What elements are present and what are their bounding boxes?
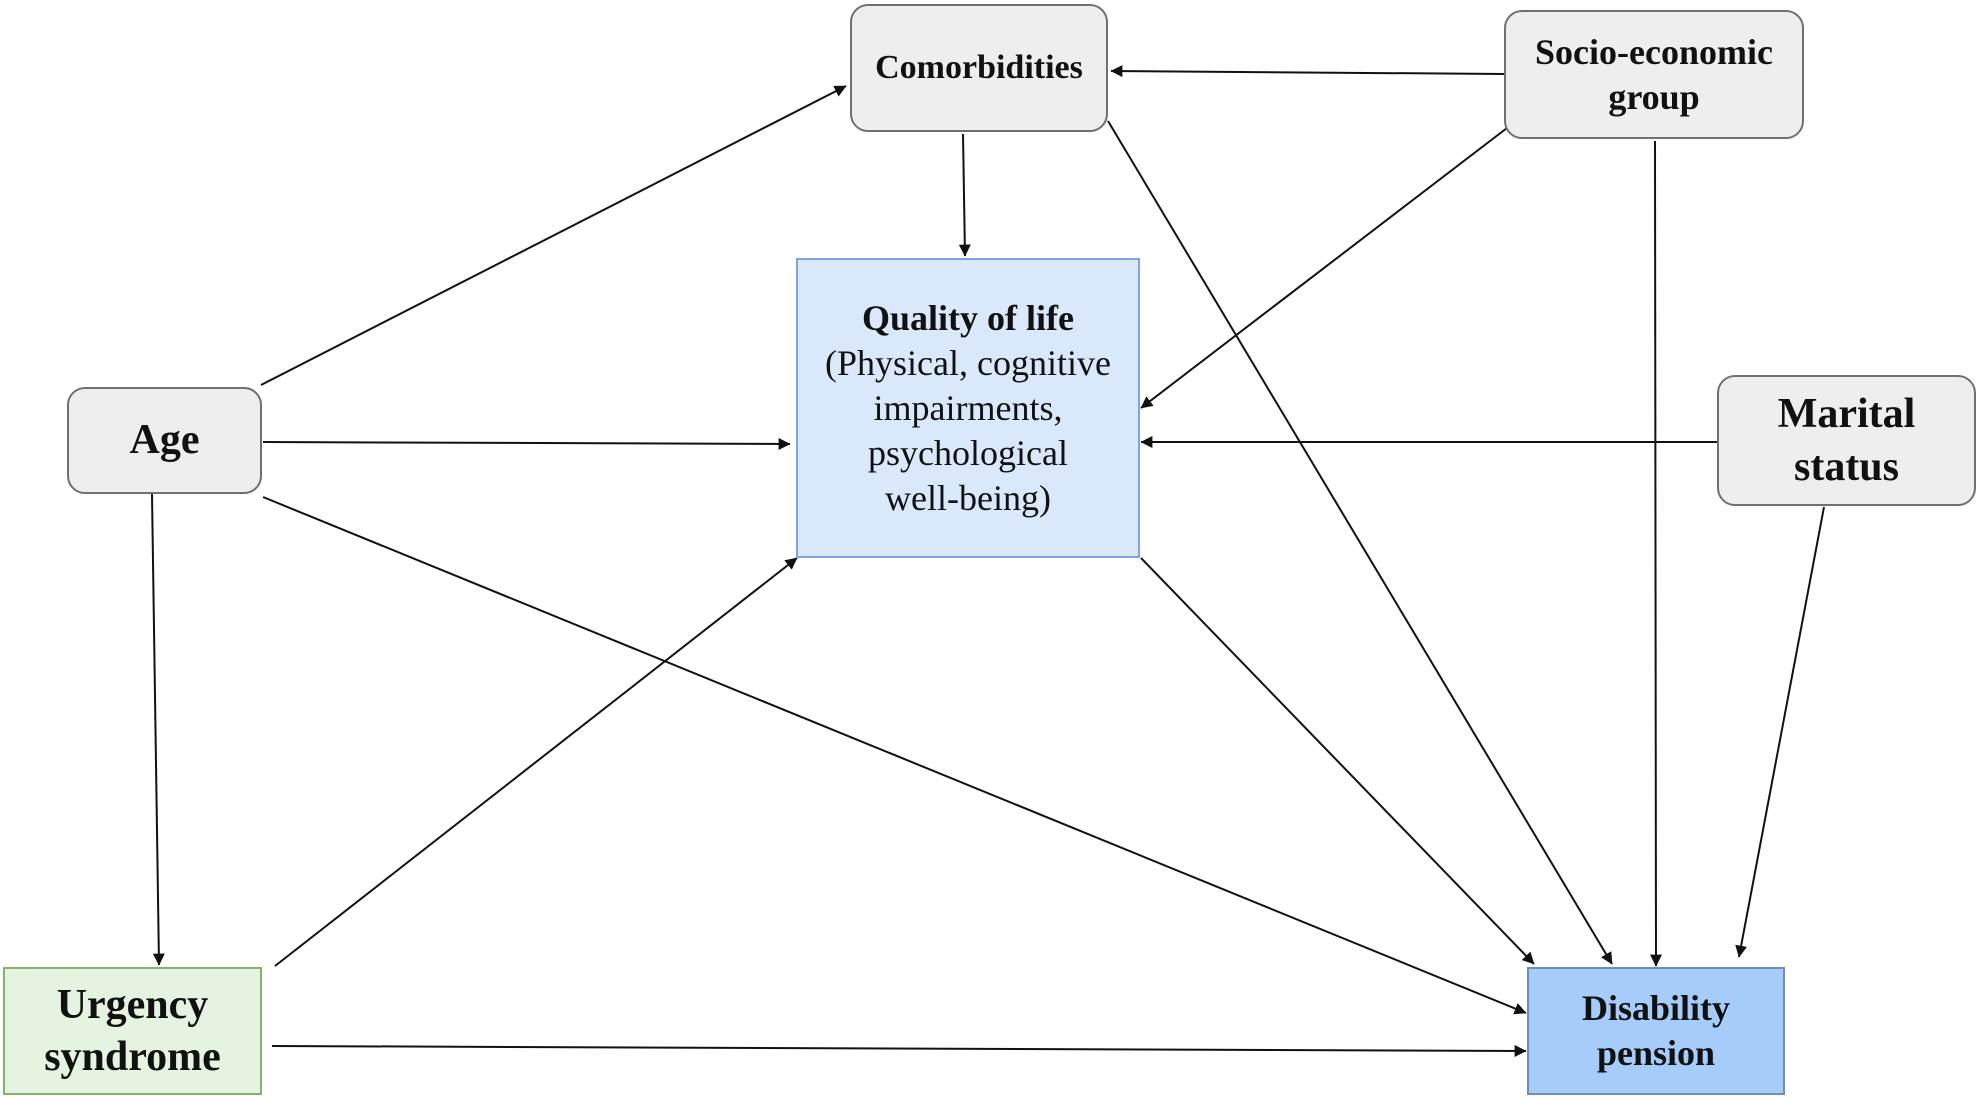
edge-age-to-comorbidities <box>260 85 847 386</box>
edge-urgency-syndrome-to-disability-pension <box>271 1044 1527 1057</box>
urgency-syndrome-label-line2: syndrome <box>44 1034 221 1080</box>
edge-urgency-syndrome-to-quality-of-life <box>274 557 798 967</box>
disability-pension-label-line2: pension <box>1596 1033 1716 1073</box>
node-age: Age <box>67 387 262 494</box>
node-comorbidities: Comorbidities <box>850 4 1108 132</box>
edge-age-to-disability-pension <box>262 496 1527 1015</box>
quality-of-life-title: Quality of life <box>862 297 1074 338</box>
edge-comorbidities-to-quality-of-life <box>958 133 971 257</box>
edge-age-to-urgency-syndrome <box>151 493 165 966</box>
quality-of-life-line3: psychological <box>868 432 1068 473</box>
quality-of-life-line4: well-being) <box>885 477 1051 518</box>
node-marital-status: Marital status <box>1717 375 1976 506</box>
marital-status-label-line1: Marital <box>1777 391 1916 437</box>
edge-comorbidities-to-disability-pension <box>1107 120 1613 965</box>
quality-of-life-line2: impairments, <box>873 387 1063 428</box>
socio-economic-label-line1: Socio-economic <box>1535 31 1773 72</box>
edge-socio-economic-to-comorbidities <box>1110 65 1505 78</box>
comorbidities-label: Comorbidities <box>875 48 1083 86</box>
node-socio-economic-group: Socio-economic group <box>1504 10 1804 139</box>
edge-socio-economic-to-disability-pension <box>1649 140 1662 967</box>
quality-of-life-line1: (Physical, cognitive <box>825 342 1111 383</box>
edge-quality-of-life-to-disability-pension <box>1140 557 1535 965</box>
edge-socio-economic-to-quality-of-life <box>1140 127 1508 409</box>
node-urgency-syndrome: Urgency syndrome <box>3 967 262 1095</box>
node-quality-of-life: Quality of life (Physical, cognitive imp… <box>796 258 1140 558</box>
marital-status-label-line2: status <box>1793 443 1900 490</box>
node-disability-pension: Disability pension <box>1527 967 1785 1095</box>
socio-economic-label-line2: group <box>1608 76 1700 117</box>
disability-pension-label-line1: Disability <box>1581 988 1731 1028</box>
edge-marital-status-to-disability-pension <box>1735 506 1825 958</box>
urgency-syndrome-label-line1: Urgency <box>56 981 209 1028</box>
edge-age-to-quality-of-life <box>262 437 791 450</box>
age-label: Age <box>129 417 200 464</box>
